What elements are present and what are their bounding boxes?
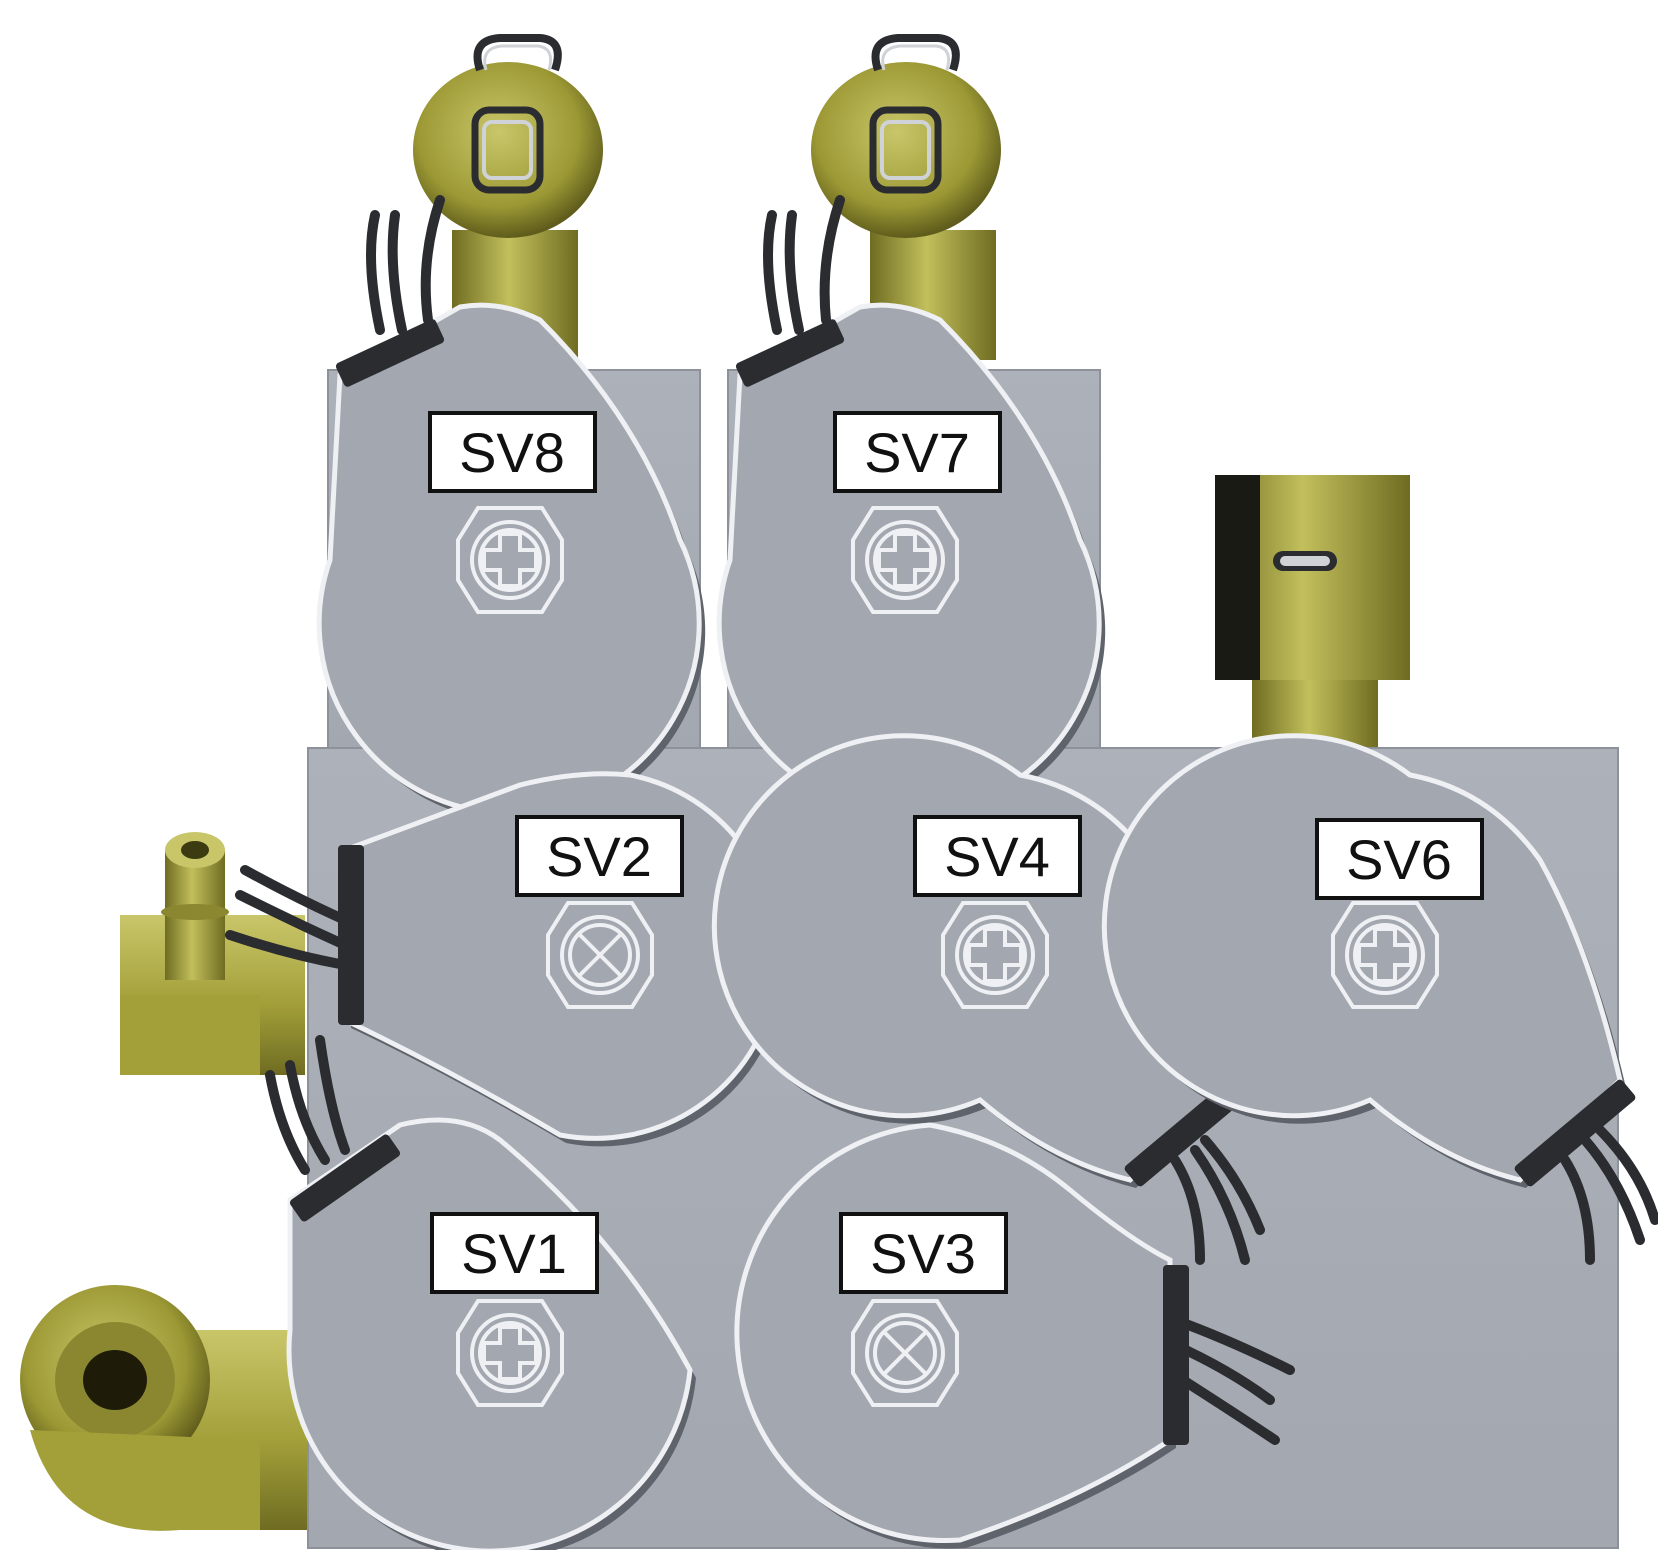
connector-sv7 — [851, 506, 959, 614]
label-sv3-text: SV3 — [870, 1222, 976, 1285]
label-sv2: SV2 — [515, 815, 684, 897]
label-sv6-text: SV6 — [1346, 828, 1452, 891]
label-sv3: SV3 — [839, 1212, 1008, 1294]
elbow-fitting — [20, 1285, 310, 1531]
coil-sv7 — [716, 302, 1106, 822]
label-sv4-text: SV4 — [944, 825, 1050, 888]
connector-sv6 — [1331, 901, 1439, 1009]
label-sv1-text: SV1 — [461, 1222, 567, 1285]
label-sv7-text: SV7 — [864, 421, 970, 484]
connector-badges — [456, 506, 1439, 1407]
label-sv1: SV1 — [430, 1212, 599, 1294]
label-sv8: SV8 — [428, 411, 597, 493]
label-sv2-text: SV2 — [546, 825, 652, 888]
connector-sv1 — [456, 1299, 564, 1407]
label-sv7: SV7 — [833, 411, 1002, 493]
connector-sv2 — [546, 901, 654, 1009]
label-sv8-text: SV8 — [459, 421, 565, 484]
label-sv6: SV6 — [1315, 818, 1484, 900]
label-sv4: SV4 — [913, 815, 1082, 897]
coil-sv8 — [316, 302, 706, 822]
connector-sv3 — [851, 1299, 959, 1407]
connector-sv4 — [941, 901, 1049, 1009]
top-fitting-left — [413, 34, 603, 360]
connector-sv8 — [456, 506, 564, 614]
wires — [225, 195, 1658, 1445]
tee-fitting — [120, 832, 305, 1075]
hex-fitting — [1215, 475, 1410, 750]
